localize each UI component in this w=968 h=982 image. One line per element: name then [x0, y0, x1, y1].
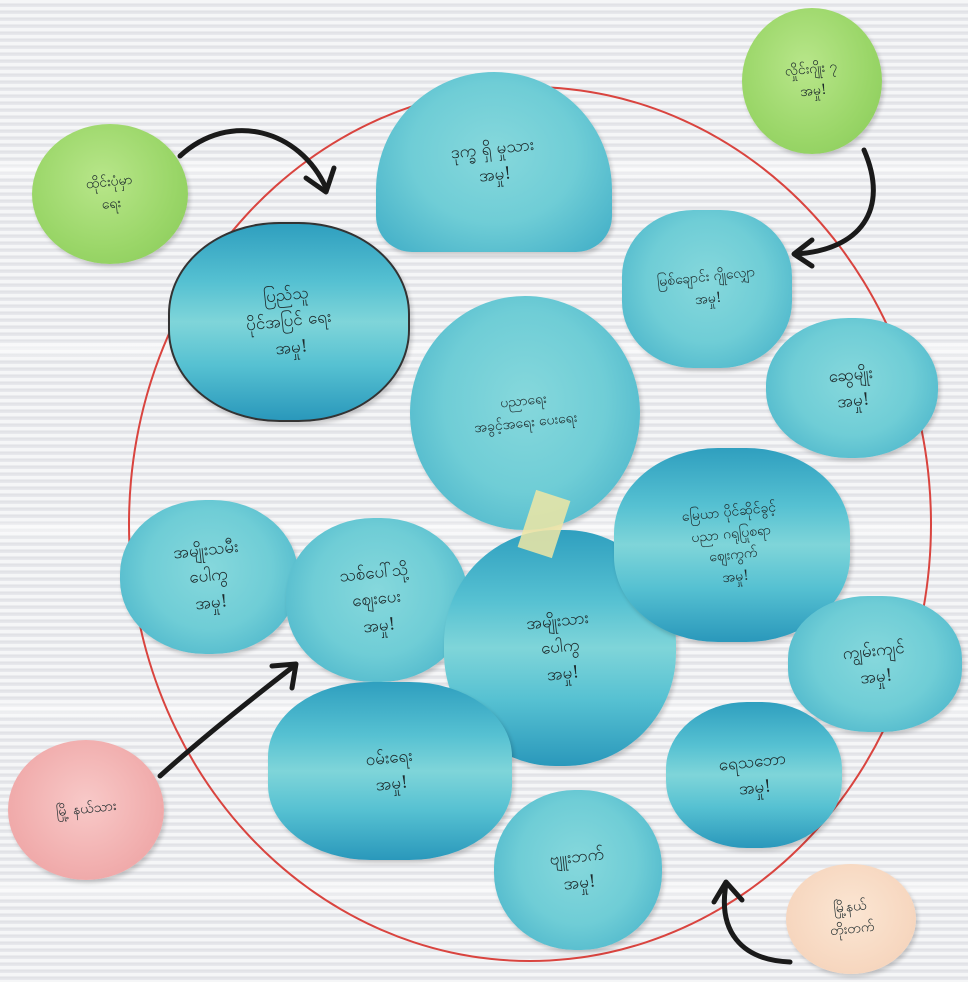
arrow-bottom-right — [721, 881, 793, 965]
note-center-right: မြေယာ ပိုင်ဆိုင်ခွင့် ပညာ ဂရုပြုစရာ ဈေးက… — [614, 448, 850, 642]
note-bottom-left: ဝမ်းရေး အမှု! — [268, 682, 512, 860]
note-green-left: ထိုင်းပုံမှာ ရေး — [32, 124, 188, 264]
note-center: ပညာရေး အခွင့်အရေး ပေးရေး — [410, 296, 640, 530]
note-right: ဆွေမျိုး အမှု! — [766, 318, 938, 458]
note-upper-left: ပြည်သူ ပိုင်အပြင် ရေး အမှု! — [168, 222, 410, 422]
note-green-right: လှိုင်းဂျိုး ၇ အမှု! — [742, 8, 882, 154]
note-upper-right: မြစ်ချောင်း ဂျိုလျှော အမှု! — [622, 210, 792, 368]
arrow-bottom-left — [157, 663, 297, 779]
note-peach: မြို့နယ် တိုးတက် — [786, 864, 916, 974]
arrow-top-left-head — [303, 165, 337, 195]
note-bottom-center: ဗျူးဘက် အမှု! — [494, 790, 662, 950]
arrow-bottom-left-head — [269, 661, 299, 691]
note-left: အမျိုးသမီး ပေါကွ အမှု! — [120, 500, 298, 654]
note-far-right: ကျွမ်းကျင် အမှု! — [788, 596, 962, 732]
note-center-left: သစ်ပေါ်သို့ ဈေးပေး အမှု! — [286, 518, 468, 682]
arrow-bottom-right-head — [711, 879, 745, 905]
note-bottom-right: ရေသဘော အမှု! — [666, 702, 842, 848]
note-pink: မြို့ နယ်သား — [8, 740, 164, 880]
arrow-top-left — [177, 128, 329, 191]
arrow-top-right — [793, 147, 876, 257]
note-top-center: ဒုက္ခ ရှိ မှုသား အမှု! — [376, 72, 612, 252]
arrow-top-right-head — [791, 237, 815, 269]
